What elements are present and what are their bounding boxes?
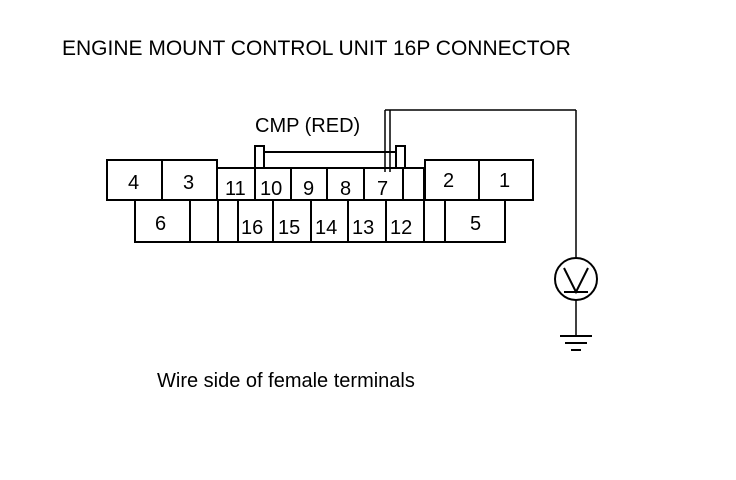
pin-14: 14 xyxy=(315,217,337,239)
pin-15: 15 xyxy=(278,217,300,239)
pin-5: 5 xyxy=(470,213,481,235)
diagram-title: ENGINE MOUNT CONTROL UNIT 16P CONNECTOR xyxy=(62,37,571,60)
diagram-caption: Wire side of female terminals xyxy=(157,370,415,392)
voltmeter-icon xyxy=(554,257,598,301)
pin-labels: 4 3 2 1 11 10 9 8 7 6 16 15 14 13 12 5 xyxy=(128,170,510,239)
pin-4: 4 xyxy=(128,172,139,194)
pin-16: 16 xyxy=(241,217,263,239)
probe-wire xyxy=(384,109,577,335)
pin-11: 11 xyxy=(225,178,246,200)
pin-8: 8 xyxy=(340,178,351,200)
wire-label: CMP (RED) xyxy=(255,115,360,137)
pin-6: 6 xyxy=(155,213,166,235)
pin-3: 3 xyxy=(183,172,194,194)
pin-2: 2 xyxy=(443,170,454,192)
ground-icon xyxy=(560,335,592,351)
lower-row-block xyxy=(134,199,506,243)
pin-13: 13 xyxy=(352,217,374,239)
pin-7: 7 xyxy=(377,178,388,200)
pin-9: 9 xyxy=(303,178,314,200)
pin-1: 1 xyxy=(499,170,510,192)
pin-12: 12 xyxy=(390,217,412,239)
connector-body xyxy=(106,145,534,243)
pin-10: 10 xyxy=(260,178,282,200)
